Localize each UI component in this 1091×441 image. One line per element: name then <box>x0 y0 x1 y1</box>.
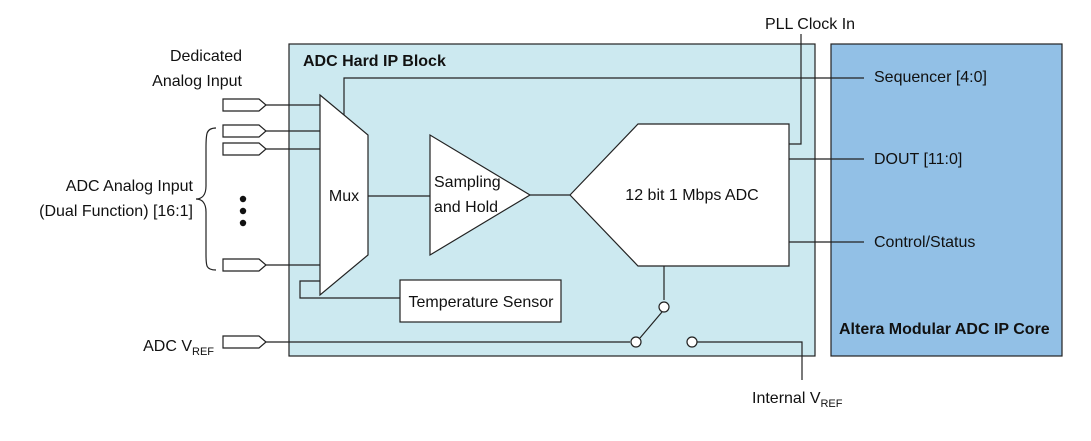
input-pins <box>222 98 267 349</box>
adc-label: 12 bit 1 Mbps ADC <box>625 187 758 204</box>
adc-vref-label: ADC VREF <box>143 338 214 358</box>
sample-hold-block <box>429 133 532 257</box>
temp-sensor-wire <box>299 280 400 299</box>
adc-analog-input-label-1: ADC Analog Input <box>66 178 194 195</box>
sample-hold-label-2: and Hold <box>434 199 498 216</box>
adc-analog-input-label-2: (Dual Function) [16:1] <box>39 203 193 220</box>
hard-ip-block-title: ADC Hard IP Block <box>303 53 446 70</box>
sequencer-wire <box>343 77 864 115</box>
temperature-sensor-block <box>399 279 562 323</box>
pll-clock-label: PLL Clock In <box>765 16 855 33</box>
pin-analog-16 <box>222 258 267 272</box>
pin-dedicated <box>222 98 267 112</box>
pin-analog-1 <box>222 124 267 138</box>
input-wires <box>266 104 320 266</box>
dedicated-input-label-2: Analog Input <box>152 73 242 90</box>
ip-core-block <box>830 43 1063 357</box>
temperature-sensor-label: Temperature Sensor <box>409 294 555 311</box>
mux-label: Mux <box>329 188 359 205</box>
pin-analog-2 <box>222 142 267 156</box>
vref-switch <box>266 266 803 380</box>
sample-hold-label-1: Sampling <box>434 174 501 191</box>
adc-block <box>569 123 790 267</box>
ellipsis-dots <box>239 195 247 227</box>
dout-label: DOUT [11:0] <box>874 151 962 168</box>
analog-input-brace <box>195 127 217 271</box>
sequencer-label: Sequencer [4:0] <box>874 69 987 86</box>
internal-vref-label: Internal VREF <box>752 390 843 410</box>
mux-block <box>319 93 369 297</box>
dedicated-input-label-1: Dedicated <box>170 48 242 65</box>
pll-clock-wire <box>789 34 802 145</box>
pin-adc-vref <box>222 335 267 349</box>
ip-core-title: Altera Modular ADC IP Core <box>839 321 1050 338</box>
control-status-label: Control/Status <box>874 234 975 251</box>
